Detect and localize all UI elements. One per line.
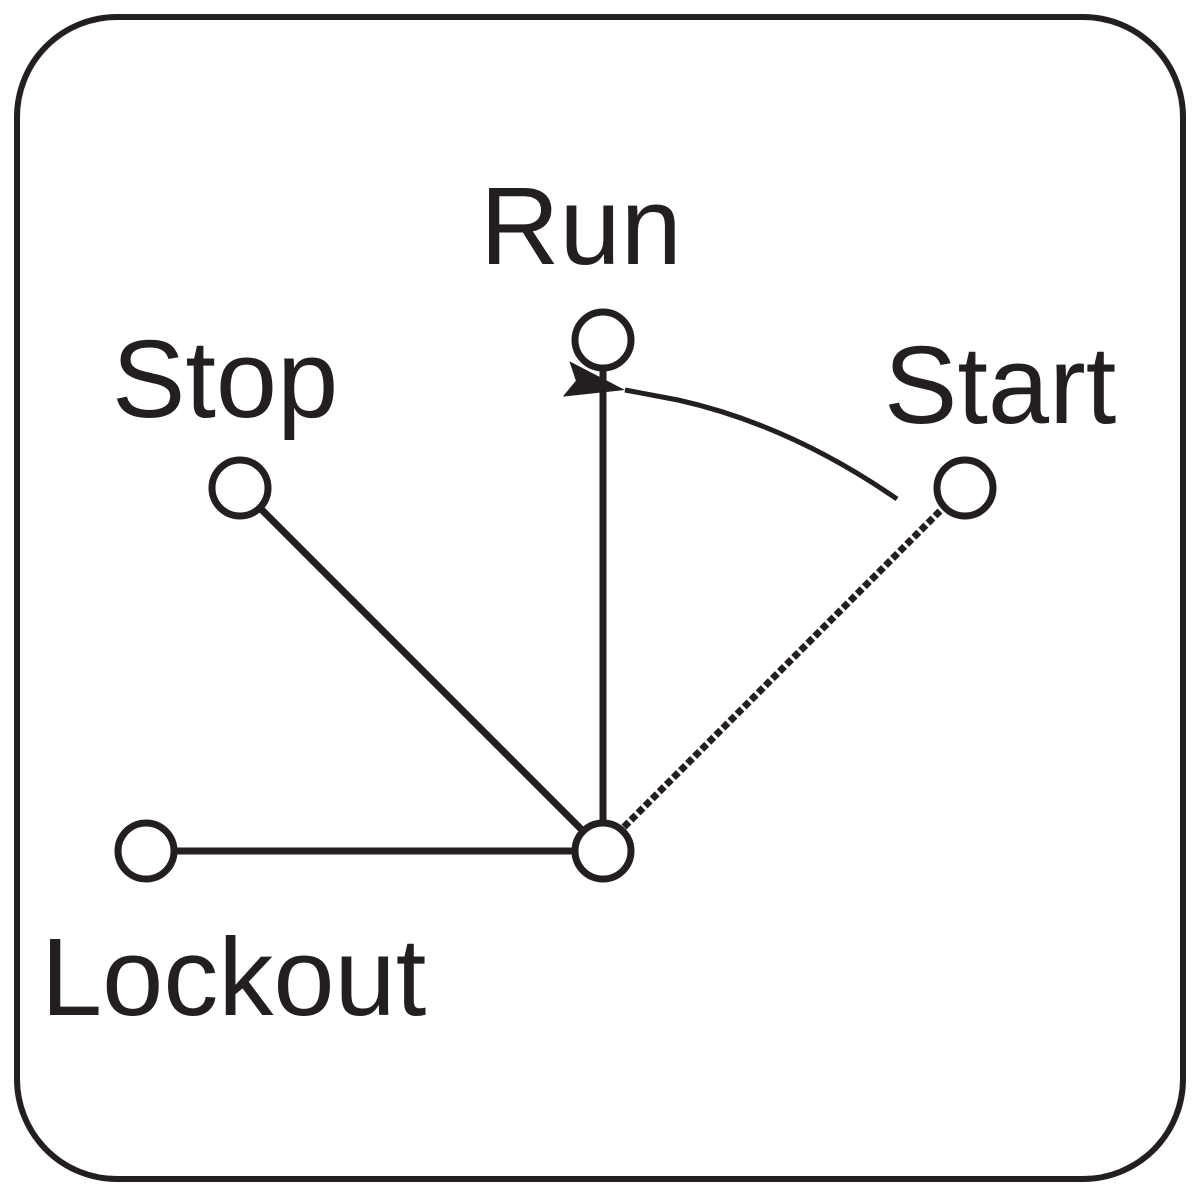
- run-node: [571, 308, 635, 372]
- return-arrow: [562, 361, 899, 502]
- stop-label: Stop: [112, 318, 338, 441]
- stop-line: [257, 505, 584, 832]
- lockout-label: Lockout: [41, 916, 426, 1039]
- start-label: Start: [884, 324, 1116, 447]
- run-label: Run: [480, 165, 682, 288]
- stop-node: [208, 456, 272, 520]
- pivot-node: [571, 819, 635, 883]
- lockout-node: [114, 819, 178, 883]
- start-dashed-line: [621, 508, 943, 830]
- start-node: [933, 456, 997, 520]
